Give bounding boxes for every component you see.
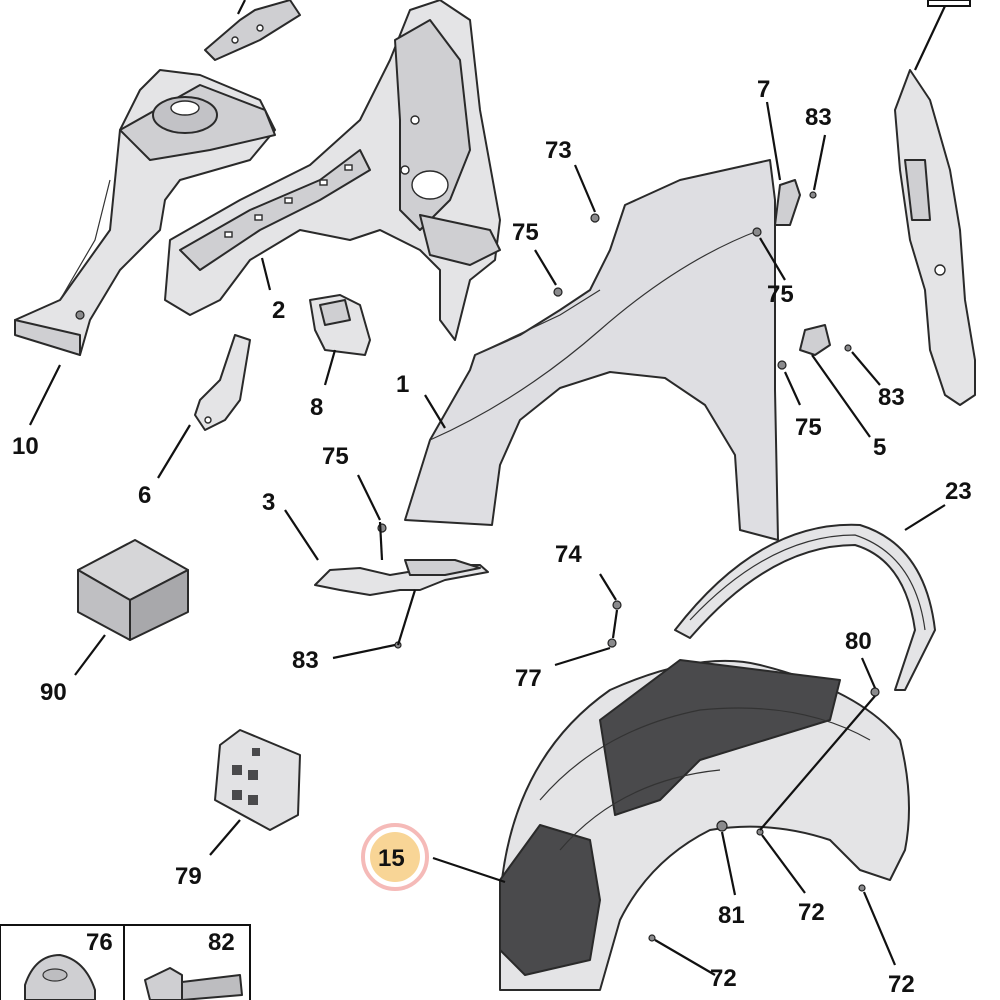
part-7-bracket [774,179,801,226]
label-3: 3 [262,489,275,516]
label-8: 8 [310,394,323,421]
part-side-panel[interactable] [894,0,976,406]
label-80: 80 [845,628,872,655]
label-5: 5 [873,434,886,461]
part-23-arch-trim[interactable] [674,523,936,691]
fastener-83a [809,191,817,199]
fastener-74 [612,600,622,610]
part-3-bracket[interactable] [314,559,489,596]
highlight-ring-15 [361,823,429,891]
fastener-80 [870,687,880,697]
label-90: 90 [40,679,67,706]
highlight-disc-15 [370,832,420,882]
label-83-b: 83 [878,384,905,411]
label-73: 73 [545,137,572,164]
label-75-b: 75 [767,281,794,308]
inset-fastener-76[interactable]: 76 [0,924,125,1000]
leader-lines [29,0,946,976]
part-5-bracket [799,324,831,356]
part-6-strip[interactable] [194,334,251,431]
label-6: 6 [138,482,151,509]
part-15-wheel-arch-liner[interactable] [499,659,910,991]
label-77: 77 [515,665,542,692]
label-81: 81 [718,902,745,929]
label-15: 15 [378,845,405,872]
fastener-72c [648,934,656,942]
label-10: 10 [12,433,39,460]
label-72-b: 72 [888,971,915,998]
label-23: 23 [945,478,972,505]
fastener-75c [777,360,787,370]
label-76: 76 [86,929,113,956]
callout-labels: 10 2 6 8 1 73 75 7 83 75 83 75 5 23 3 75… [12,76,972,998]
part-2-inner-panel[interactable] [164,0,501,341]
fastener-73 [590,213,600,223]
label-72-c: 72 [710,965,737,992]
fastener-75a [553,287,563,297]
fastener-72b [858,884,866,892]
label-74: 74 [555,541,582,568]
label-75-c: 75 [795,414,822,441]
part-8-bracket[interactable] [309,294,371,356]
label-83-c: 83 [292,647,319,674]
label-82: 82 [208,929,235,956]
fastener-75b [752,227,762,237]
label-75-a: 75 [512,219,539,246]
part-90-box[interactable] [77,539,189,641]
fastener-77 [607,638,617,648]
fastener-83b [844,344,852,352]
part-79-clip-pack[interactable] [214,729,301,831]
part-1-fender[interactable] [404,159,779,541]
label-75-d: 75 [322,443,349,470]
label-7: 7 [757,76,770,103]
label-83-a: 83 [805,104,832,131]
part-10-strut-tower[interactable] [14,69,276,356]
label-79: 79 [175,863,202,890]
label-2: 2 [272,297,285,324]
label-1: 1 [396,371,409,398]
inset-fastener-82[interactable]: 82 [123,924,251,1000]
label-72-a: 72 [798,899,825,926]
